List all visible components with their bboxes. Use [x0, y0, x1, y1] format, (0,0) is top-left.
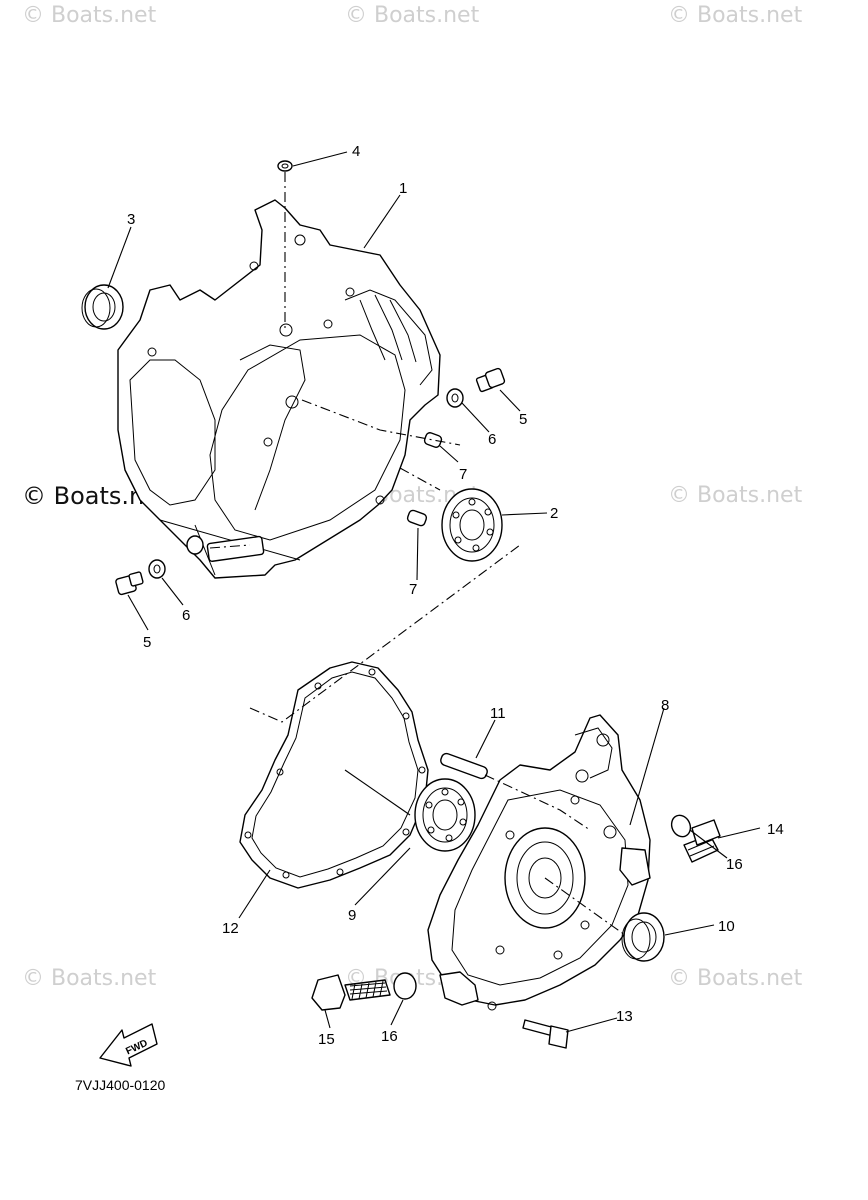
oil-seal-10: [621, 912, 665, 962]
crankcase-1: [117, 199, 441, 579]
callout-6: 6: [182, 607, 190, 624]
leader-lines: [107, 151, 761, 1033]
bearing-2: [441, 488, 503, 562]
watermark: © Boats.net: [22, 3, 157, 28]
callout-15: 15: [318, 1031, 335, 1048]
callout-2: 2: [550, 505, 558, 522]
oil-seal-3: [81, 284, 124, 330]
watermark: © Boats.net: [345, 3, 480, 28]
callout-10: 10: [718, 918, 735, 935]
watermark: © Boats.net: [668, 3, 803, 28]
callout-16: 16: [381, 1028, 398, 1045]
gasket-12: [239, 661, 429, 889]
callout-7: 7: [409, 581, 417, 598]
washer-4: [277, 160, 293, 172]
fwd-arrow-icon: FWD: [99, 1023, 158, 1067]
callout-13: 13: [616, 1008, 633, 1025]
callout-5: 5: [519, 411, 527, 428]
callout-1: 1: [399, 180, 407, 197]
bearing-9: [414, 778, 476, 852]
bolt-13: [522, 1019, 569, 1049]
watermark: © Boats.net: [668, 966, 803, 991]
callout-3: 3: [127, 211, 135, 228]
washer-6-left: [148, 559, 166, 579]
callout-7: 7: [459, 466, 467, 483]
dowel-pin-7-upper: [423, 432, 443, 448]
callout-9: 9: [348, 907, 356, 924]
washer-6-right: [446, 388, 464, 408]
callout-11: 11: [490, 705, 506, 722]
dipstick-15: [311, 974, 391, 1011]
callout-14: 14: [767, 821, 784, 838]
bolt-5-right: [475, 367, 506, 393]
watermark: © Boats.net: [22, 966, 157, 991]
callouts: 4 1 3 5 6 7 2 7 6 5 8 11 14 16 9 10 12 1…: [127, 143, 784, 1048]
callout-4: 4: [352, 143, 360, 160]
callout-12: 12: [222, 920, 239, 937]
dowel-pin-7-lower: [406, 509, 428, 527]
o-ring-16-left: [393, 972, 417, 1000]
callout-8: 8: [661, 697, 669, 714]
bolt-5-left: [115, 571, 144, 596]
callout-5: 5: [143, 634, 151, 651]
diagram-code: 7VJJ400-0120: [75, 1077, 166, 1093]
callout-6: 6: [488, 431, 496, 448]
watermark: © Boats.net: [668, 483, 803, 508]
callout-16: 16: [726, 856, 743, 873]
dowel-pin-11: [440, 752, 488, 780]
alignment-lines: [209, 172, 626, 936]
o-ring-16-right: [670, 814, 692, 838]
washer-6-on-case: [186, 535, 204, 555]
watermark-layer: © Boats.net © Boats.net © Boats.net © Bo…: [22, 3, 803, 991]
